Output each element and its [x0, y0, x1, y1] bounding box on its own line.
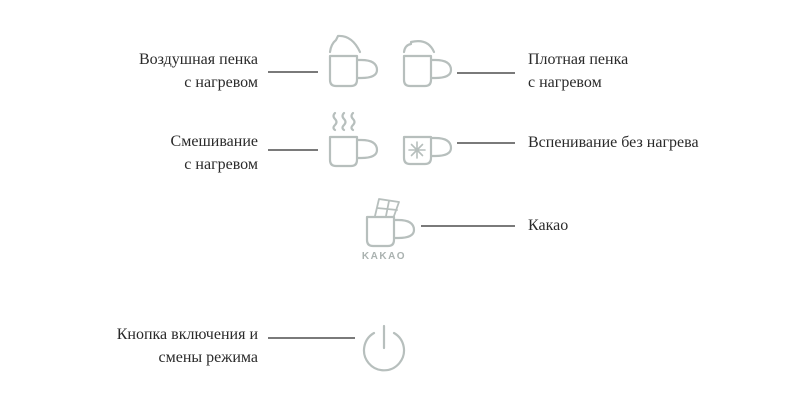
cocoa-icon-label: KAKAO	[361, 251, 407, 262]
cocoa-cup-icon[interactable]	[365, 198, 416, 248]
cold-foam-label: Вспенивание без нагрева	[528, 131, 699, 154]
power-label-line1: Кнопка включения и	[116, 326, 258, 343]
cold-foam-label-line1: Вспенивание без нагрева	[528, 134, 699, 151]
airy-foam-label: Воздушная пенка с нагревом	[139, 48, 258, 94]
mixing-label-line2: с нагревом	[184, 156, 258, 173]
airy-foam-cup-icon[interactable]	[328, 34, 379, 88]
dense-foam-label: Плотная пенка с нагревом	[528, 48, 628, 94]
leader-line-mixing	[268, 149, 318, 151]
leader-line-power	[268, 337, 355, 339]
cocoa-label: Какао	[528, 214, 568, 237]
airy-foam-label-line2: с нагревом	[184, 74, 258, 91]
mixing-cup-icon[interactable]	[328, 111, 379, 168]
leader-line-cold	[457, 142, 515, 144]
airy-foam-label-line1: Воздушная пенка	[138, 51, 258, 68]
cold-foam-cup-icon[interactable]	[402, 135, 453, 166]
power-label: Кнопка включения и смены режима	[117, 323, 258, 369]
leader-line-dense	[457, 72, 515, 74]
dense-foam-cup-icon[interactable]	[402, 40, 453, 88]
power-button-icon[interactable]	[362, 324, 406, 372]
leader-line-cocoa	[421, 225, 515, 227]
power-label-line2: смены режима	[158, 349, 258, 366]
dense-foam-label-line1: Плотная пенка	[528, 51, 629, 68]
dense-foam-label-line2: с нагревом	[528, 74, 602, 91]
cocoa-label-text: Какао	[528, 217, 569, 234]
leader-line-airy	[268, 71, 318, 73]
mixing-label-line1: Смешивание	[170, 133, 258, 150]
mixing-label: Смешивание с нагревом	[171, 130, 258, 176]
